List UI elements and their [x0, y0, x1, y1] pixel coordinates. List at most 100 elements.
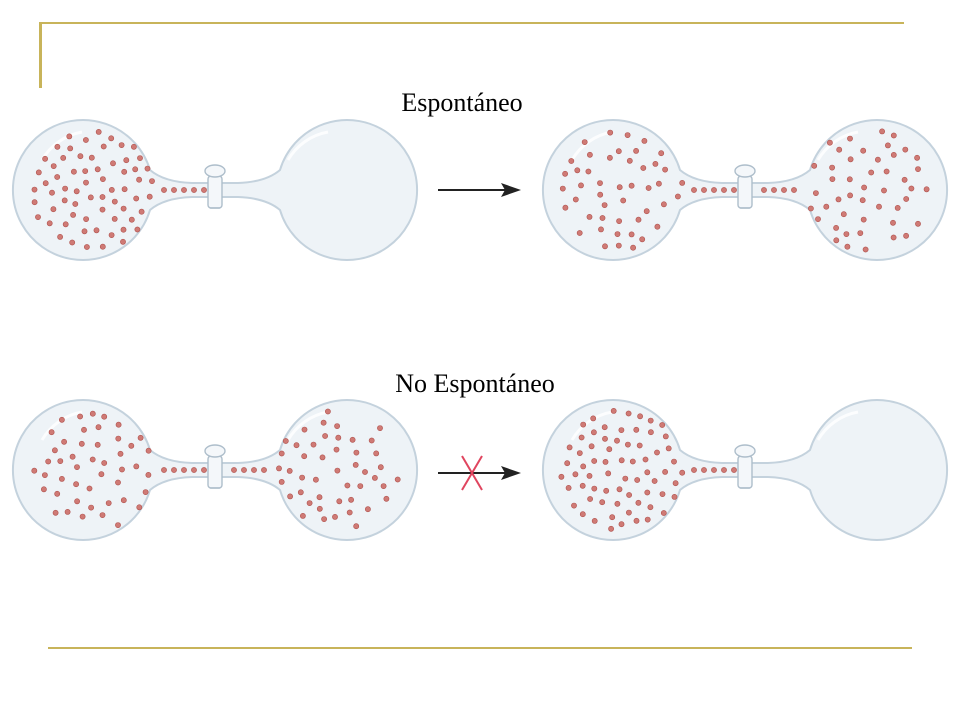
gas-molecule	[633, 426, 640, 433]
gas-molecule	[115, 522, 121, 528]
non-spontaneous-caption: No Espontáneo	[395, 369, 555, 398]
gas-molecule	[241, 467, 247, 473]
gas-molecule	[625, 441, 631, 448]
gas-molecule	[731, 467, 737, 473]
gas-molecule	[811, 162, 818, 169]
gas-molecule	[110, 160, 116, 167]
gas-molecule	[656, 180, 662, 187]
gas-molecule	[679, 179, 686, 186]
gas-molecule	[591, 518, 598, 524]
gas-molecule	[282, 438, 289, 444]
gas-molecule	[660, 510, 667, 516]
glass-highlight	[816, 130, 859, 161]
gas-molecule	[35, 169, 42, 176]
gas-molecule	[572, 196, 579, 203]
gas-molecule	[120, 238, 126, 245]
gas-molecule	[136, 176, 142, 183]
stopcock-valve	[204, 444, 226, 489]
gas-molecule	[59, 475, 65, 482]
gas-molecule	[562, 170, 568, 177]
gas-molecule	[94, 166, 101, 173]
gas-molecule	[83, 137, 89, 143]
gas-molecule	[671, 458, 677, 465]
gas-molecule	[111, 215, 118, 222]
gas-molecule	[633, 147, 639, 154]
gas-molecule	[562, 204, 569, 211]
gas-molecule	[57, 458, 64, 464]
gas-molecule	[73, 188, 80, 195]
gas-molecule	[648, 429, 654, 436]
glass-highlight	[570, 410, 613, 441]
gas-molecule	[879, 128, 885, 135]
gas-molecule	[31, 186, 38, 193]
gas-molecule	[50, 163, 57, 169]
gas-molecule	[901, 176, 908, 183]
gas-molecule	[100, 143, 107, 150]
gas-molecule	[588, 443, 595, 450]
gas-molecule	[639, 236, 646, 243]
flask-apparatus-non-spontaneous-before	[11, 399, 419, 541]
valve-barrel	[207, 455, 223, 489]
gas-molecule	[654, 223, 661, 230]
gas-molecule	[654, 449, 660, 456]
gas-molecule	[312, 476, 319, 483]
gas-molecule	[88, 504, 94, 511]
gas-molecule	[857, 230, 864, 236]
gas-molecule	[876, 203, 882, 210]
gas-molecule	[134, 226, 141, 233]
gas-molecule	[586, 213, 593, 220]
gas-molecule	[846, 176, 853, 183]
gas-molecule	[591, 485, 598, 492]
gas-molecule	[844, 243, 851, 250]
gas-molecule	[344, 482, 351, 489]
gas-molecule	[868, 169, 875, 176]
gas-molecule	[620, 197, 627, 204]
gas-molecule	[572, 471, 579, 478]
gas-molecule	[875, 156, 881, 163]
gas-molecule	[119, 466, 125, 473]
gas-molecule	[181, 187, 187, 193]
gas-molecule	[644, 516, 651, 523]
gas-molecule	[64, 508, 71, 515]
gas-molecule	[840, 211, 847, 218]
valve-handle	[734, 164, 756, 178]
gas-molecule	[81, 426, 87, 433]
gas-molecule	[278, 450, 285, 457]
gas-molecule	[630, 244, 636, 251]
gas-molecule	[566, 444, 573, 451]
gas-molecule	[618, 521, 625, 528]
gas-molecule	[31, 199, 38, 206]
gas-molecule	[711, 187, 717, 193]
gas-molecule	[61, 197, 68, 204]
gas-molecule	[815, 216, 821, 222]
gas-molecule	[333, 446, 340, 453]
gas-molecule	[353, 523, 360, 530]
gas-molecule	[149, 178, 155, 184]
gas-molecule	[99, 512, 106, 518]
gas-molecule	[301, 426, 308, 433]
gas-molecule	[46, 220, 53, 227]
gas-molecule	[118, 142, 125, 148]
gas-molecule	[580, 421, 587, 428]
gas-molecule	[261, 467, 267, 473]
gas-molecule	[89, 410, 96, 417]
gas-molecule	[132, 166, 139, 173]
gas-molecule	[679, 469, 686, 476]
gas-molecule	[128, 442, 135, 449]
gas-molecule	[287, 493, 293, 500]
gas-molecule	[81, 228, 88, 235]
gas-molecule	[45, 458, 52, 465]
gas-molecule	[618, 457, 625, 464]
gas-molecule	[885, 142, 891, 149]
gas-molecule	[171, 187, 177, 193]
gas-molecule	[636, 442, 643, 449]
gas-molecule	[61, 438, 67, 445]
gas-molecule	[626, 492, 632, 498]
valve-handle	[734, 444, 756, 458]
gas-molecule	[88, 154, 95, 161]
gas-molecule	[101, 460, 108, 466]
gas-molecule	[847, 192, 853, 199]
gas-molecule	[74, 498, 80, 505]
gas-molecule	[93, 227, 100, 234]
gas-molecule	[579, 511, 586, 518]
